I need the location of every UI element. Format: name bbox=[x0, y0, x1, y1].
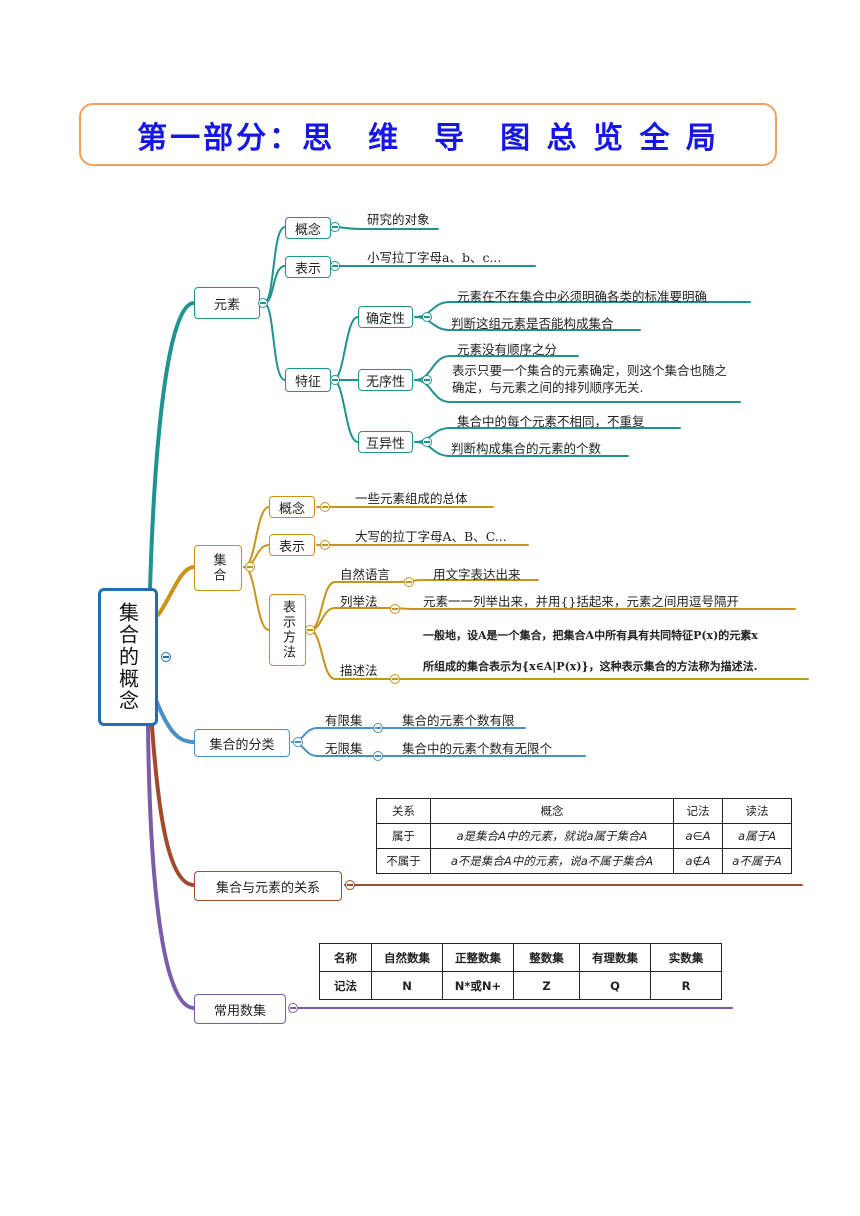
table-cell: a∉A bbox=[673, 848, 723, 874]
table-cell: R bbox=[650, 971, 722, 1000]
set-concept-text: 一些元素组成的总体 bbox=[355, 491, 468, 506]
natural-language-text: 用文字表达出来 bbox=[433, 567, 521, 582]
collapse-icon[interactable] bbox=[330, 261, 340, 271]
definite-line-1: 元素在不在集合中必须明确各类的标准要明确 bbox=[457, 289, 708, 304]
finite-set-text: 集合的元素个数有限 bbox=[402, 713, 515, 728]
table-cell: a不是集合A中的元素，说a不属于集合A bbox=[430, 848, 674, 874]
collapse-icon[interactable] bbox=[330, 375, 340, 385]
table-row: 不属于 a不是集合A中的元素，说a不属于集合A a∉A a不属于A bbox=[376, 848, 792, 874]
table-cell: a∈A bbox=[673, 823, 723, 849]
unordered-line-1: 元素没有顺序之分 bbox=[457, 342, 558, 357]
collapse-icon[interactable] bbox=[288, 1003, 298, 1013]
collapse-icon[interactable] bbox=[245, 562, 255, 572]
number-sets-table: 名称 自然数集 正整数集 整数集 有理数集 实数集 记法 N N*或N+ Z Q… bbox=[319, 943, 722, 1000]
collapse-icon[interactable] bbox=[373, 723, 383, 733]
set-concept-node[interactable]: 概念 bbox=[269, 496, 315, 518]
collapse-icon[interactable] bbox=[305, 625, 315, 635]
elements-notation-node[interactable]: 表示 bbox=[285, 256, 331, 278]
table-cell: 有理数集 bbox=[579, 943, 651, 972]
page-title: 第一部分：思 维 导 图 总 览 全 局 bbox=[137, 120, 719, 156]
collapse-icon[interactable] bbox=[422, 375, 432, 385]
table-cell: 正整数集 bbox=[442, 943, 514, 972]
listing-method-label[interactable]: 列举法 bbox=[340, 594, 378, 609]
collapse-icon[interactable] bbox=[390, 604, 400, 614]
title-banner: 第一部分：思 维 导 图 总 览 全 局 bbox=[79, 103, 777, 166]
table-cell: Q bbox=[579, 971, 651, 1000]
table-row: 名称 自然数集 正整数集 整数集 有理数集 实数集 bbox=[319, 943, 722, 972]
table-cell: 名称 bbox=[319, 943, 372, 972]
table-cell: a属于A bbox=[722, 823, 792, 849]
table-header-cell: 读法 bbox=[722, 798, 792, 824]
collapse-icon[interactable] bbox=[404, 577, 414, 587]
table-row: 属于 a是集合A中的元素，就说a属于集合A a∈A a属于A bbox=[376, 823, 792, 849]
natural-language-label[interactable]: 自然语言 bbox=[340, 567, 391, 582]
relation-table: 关系 概念 记法 读法 属于 a是集合A中的元素，就说a属于集合A a∈A a属… bbox=[376, 798, 792, 874]
root-node[interactable]: 集合的概念 bbox=[98, 588, 158, 726]
classify-node[interactable]: 集合的分类 bbox=[194, 729, 290, 757]
elements-notation-text: 小写拉丁字母a、b、c... bbox=[367, 250, 502, 265]
elements-feature-node[interactable]: 特征 bbox=[285, 368, 331, 392]
collapse-icon[interactable] bbox=[373, 751, 383, 761]
definite-node[interactable]: 确定性 bbox=[358, 306, 413, 328]
table-header-cell: 关系 bbox=[376, 798, 431, 824]
describe-method-label[interactable]: 描述法 bbox=[340, 663, 378, 678]
collapse-icon[interactable] bbox=[330, 222, 340, 232]
unordered-node[interactable]: 无序性 bbox=[358, 369, 413, 391]
table-cell: 整数集 bbox=[513, 943, 580, 972]
collapse-icon[interactable] bbox=[258, 298, 268, 308]
definite-line-2: 判断这组元素是否能构成集合 bbox=[451, 316, 614, 331]
infinite-set-text: 集合中的元素个数有无限个 bbox=[402, 741, 553, 756]
distinct-line-1: 集合中的每个元素不相同，不重复 bbox=[457, 414, 645, 429]
finite-set-label[interactable]: 有限集 bbox=[325, 713, 363, 728]
describe-line-1: 一般地，设A是一个集合，把集合A中所有具有共同特征P(x)的元素x bbox=[423, 629, 758, 642]
elements-node[interactable]: 元素 bbox=[194, 287, 260, 319]
table-cell: N bbox=[371, 971, 443, 1000]
distinct-node[interactable]: 互异性 bbox=[358, 431, 413, 453]
table-cell: Z bbox=[513, 971, 580, 1000]
table-header-cell: 记法 bbox=[673, 798, 723, 824]
table-cell: a不属于A bbox=[722, 848, 792, 874]
table-cell: 记法 bbox=[319, 971, 372, 1000]
table-cell: N*或N+ bbox=[442, 971, 514, 1000]
collapse-icon[interactable] bbox=[161, 652, 171, 662]
collapse-icon[interactable] bbox=[345, 880, 355, 890]
distinct-line-2: 判断构成集合的元素的个数 bbox=[451, 441, 602, 456]
table-cell: 实数集 bbox=[650, 943, 722, 972]
collapse-icon[interactable] bbox=[320, 540, 330, 550]
elements-concept-text: 研究的对象 bbox=[367, 212, 430, 227]
collapse-icon[interactable] bbox=[390, 674, 400, 684]
set-methods-node[interactable]: 表示方法 bbox=[269, 594, 306, 666]
table-row: 记法 N N*或N+ Z Q R bbox=[319, 971, 722, 1000]
set-node[interactable]: 集合 bbox=[194, 545, 242, 591]
describe-line-2: 所组成的集合表示为{x∈A|P(x)}，这种表示集合的方法称为描述法. bbox=[423, 660, 758, 673]
elements-concept-node[interactable]: 概念 bbox=[285, 217, 331, 239]
infinite-set-label[interactable]: 无限集 bbox=[325, 741, 363, 756]
unordered-line-2: 表示只要一个集合的元素确定，则这个集合也随之确定，与元素之间的排列顺序无关. bbox=[452, 363, 728, 395]
table-cell: 不属于 bbox=[376, 848, 431, 874]
collapse-icon[interactable] bbox=[320, 502, 330, 512]
collapse-icon[interactable] bbox=[422, 437, 432, 447]
listing-method-text: 元素一一列举出来，并用{}括起来，元素之间用逗号隔开 bbox=[423, 594, 739, 609]
collapse-icon[interactable] bbox=[422, 312, 432, 322]
table-cell: a是集合A中的元素，就说a属于集合A bbox=[430, 823, 674, 849]
relation-node[interactable]: 集合与元素的关系 bbox=[194, 871, 342, 901]
table-cell: 自然数集 bbox=[371, 943, 443, 972]
set-notation-node[interactable]: 表示 bbox=[269, 534, 315, 556]
set-notation-text: 大写的拉丁字母A、B、C... bbox=[355, 529, 507, 544]
numbers-node[interactable]: 常用数集 bbox=[194, 994, 286, 1024]
table-cell: 属于 bbox=[376, 823, 431, 849]
collapse-icon[interactable] bbox=[293, 737, 303, 747]
table-header-cell: 概念 bbox=[430, 798, 674, 824]
table-row: 关系 概念 记法 读法 bbox=[376, 798, 792, 824]
